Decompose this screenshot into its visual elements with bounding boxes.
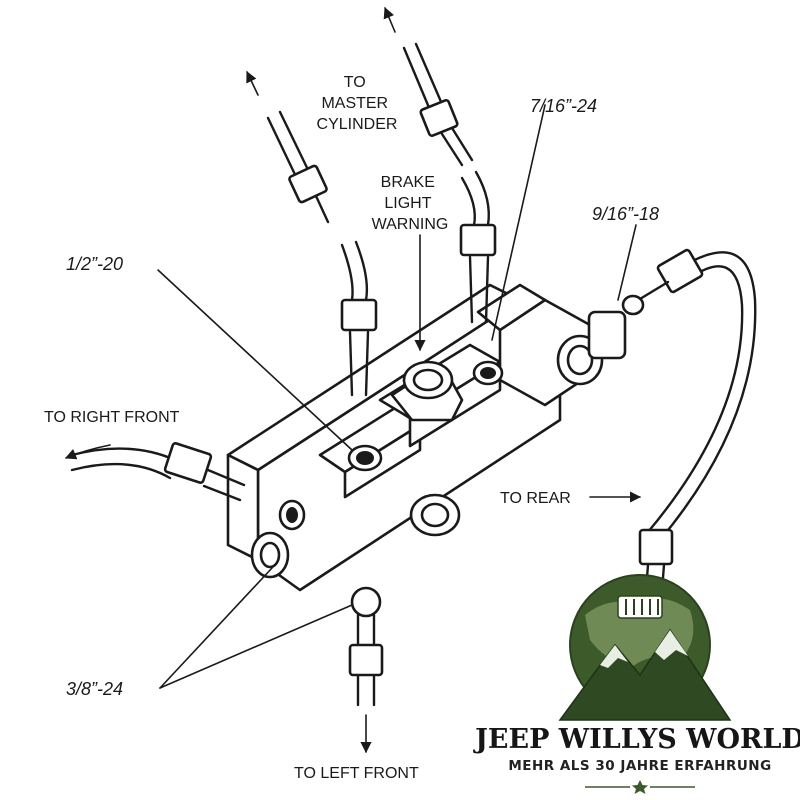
- label-brake-light-warning: BRAKE LIGHT WARNING: [372, 174, 449, 233]
- fitting-master-left: [288, 164, 328, 204]
- arrow-master-left: [246, 70, 259, 96]
- fitting-master-right: [419, 99, 459, 137]
- line-rear: [646, 251, 757, 542]
- fitting-rear-upper: [656, 248, 704, 294]
- line-master-right-lower: [460, 170, 490, 227]
- fitting-right-front: [163, 442, 213, 484]
- star-icon: [632, 780, 648, 794]
- label-master-cylinder: TO MASTER CYLINDER: [317, 74, 398, 133]
- flow-arrows: [64, 6, 642, 754]
- mountain-icon: [558, 628, 732, 721]
- brake-lines: [70, 42, 757, 707]
- leader-3-8-a: [159, 567, 273, 689]
- brand-subtitle: MEHR ALS 30 JAHRE ERFAHRUNG: [508, 758, 771, 774]
- line-right-front: [70, 447, 177, 480]
- line-master-left-lower: [340, 240, 369, 302]
- leader-9-16: [617, 224, 637, 301]
- leader-lines: [157, 104, 637, 689]
- label-to-rear: TO REAR: [500, 490, 571, 507]
- jeep-grille-icon: [617, 595, 663, 619]
- arrow-master-right: [383, 6, 396, 33]
- leader-7-16: [491, 104, 546, 341]
- fitting-left-front: [348, 643, 384, 677]
- leader-3-8-b: [159, 604, 353, 689]
- arrow-right-front: [64, 444, 111, 460]
- brand-logo: JEEP WILLYS WORLD MEHR ALS 30 JAHRE ERFA…: [473, 574, 800, 794]
- fitting-master-right-lower: [459, 223, 497, 257]
- valve-body: [226, 283, 627, 592]
- label-thread-3-8: 3/8”-24: [66, 679, 123, 699]
- label-thread-7-16: 7/16”-24: [530, 96, 597, 116]
- label-thread-1-2: 1/2”-20: [66, 254, 123, 274]
- label-to-right-front: TO RIGHT FRONT: [44, 409, 180, 426]
- fitting-rear-lower: [638, 528, 674, 566]
- label-thread-9-16: 9/16”-18: [592, 204, 659, 224]
- line-master-right-upper: [402, 42, 444, 112]
- leader-1-2: [157, 269, 353, 451]
- fitting-master-left-lower: [340, 298, 378, 332]
- label-to-left-front: TO LEFT FRONT: [294, 765, 419, 782]
- fitting-left-front-ball: [350, 586, 382, 618]
- brand-title: JEEP WILLYS WORLD: [473, 724, 800, 755]
